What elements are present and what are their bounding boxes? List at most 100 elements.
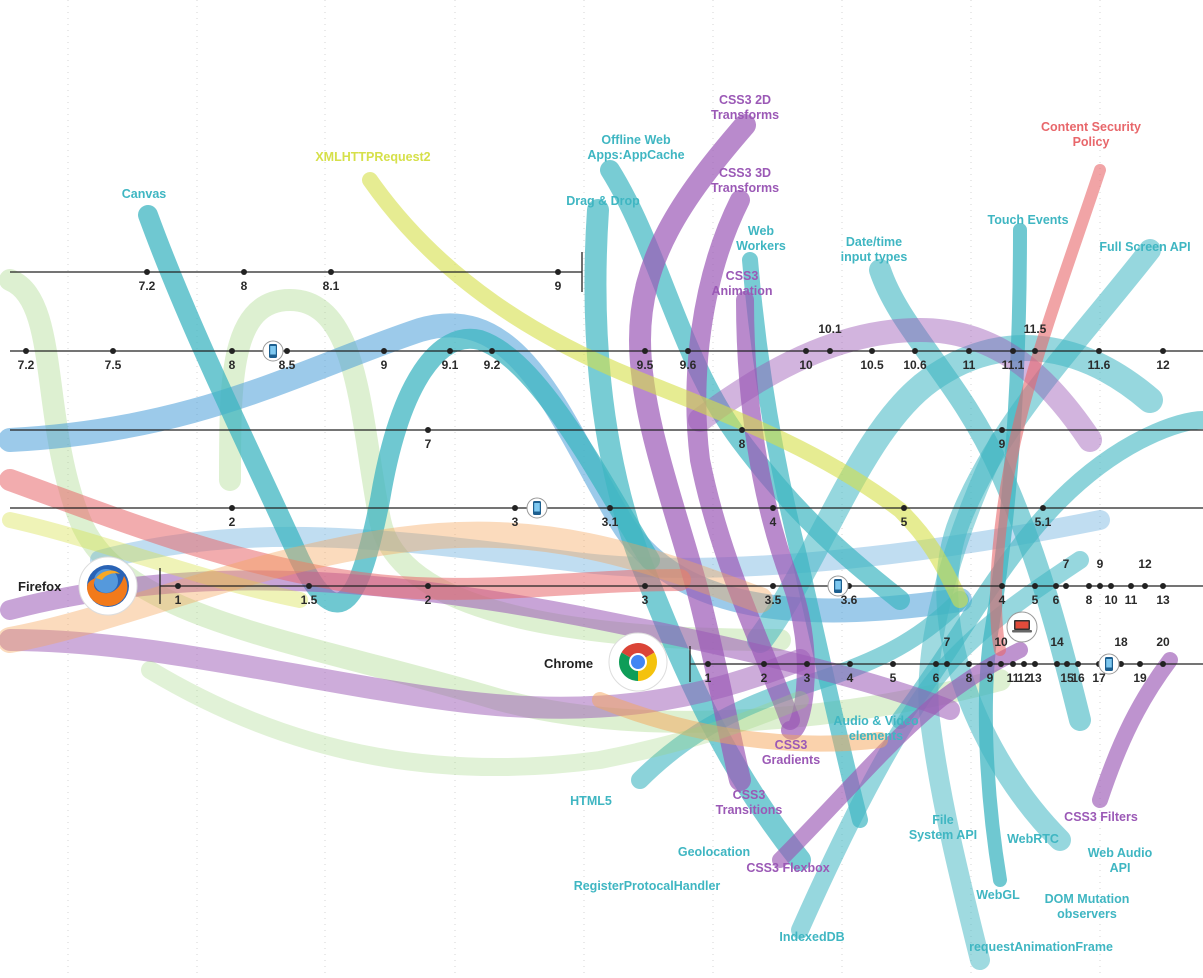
firefox-icon <box>78 556 138 616</box>
feature-label-css3-filters: CSS3 Filters <box>1064 810 1138 824</box>
version-label: 2 <box>425 593 432 607</box>
version-label: 9.1 <box>442 358 459 372</box>
version-label: 5 <box>901 515 908 529</box>
version-dot <box>803 348 809 354</box>
feature-label-xmlhttprequest2: XMLHTTPRequest2 <box>315 150 430 164</box>
feature-ribbon <box>736 291 815 740</box>
version-label: 11 <box>1007 671 1020 685</box>
feature-label-webrtc: WebRTC <box>1007 832 1059 846</box>
version-label: 12 <box>1156 358 1170 372</box>
version-label: 15 <box>1060 671 1074 685</box>
feature-label-css3-flexbox: CSS3 Flexbox <box>746 861 829 875</box>
version-label: 13 <box>1028 671 1042 685</box>
version-dot <box>998 661 1004 667</box>
version-dot <box>1032 583 1038 589</box>
version-dot <box>381 348 387 354</box>
feature-ribbon <box>0 469 691 600</box>
firefox-badge: Firefox <box>18 556 138 616</box>
version-dot <box>999 427 1005 433</box>
version-dot <box>987 661 993 667</box>
version-dot <box>1032 348 1038 354</box>
version-dot <box>685 348 691 354</box>
version-dot <box>1021 661 1027 667</box>
feature-ribbon <box>747 335 1163 653</box>
feature-label-canvas: Canvas <box>122 187 167 201</box>
version-dot <box>175 583 181 589</box>
feature-ribbon <box>990 164 1106 656</box>
version-label: 3 <box>512 515 519 529</box>
version-dot <box>1040 505 1046 511</box>
version-dot <box>890 661 896 667</box>
feature-ribbon <box>2 512 308 608</box>
chrome-label: Chrome <box>544 656 593 671</box>
version-label: 8.1 <box>323 279 340 293</box>
version-dot <box>1142 583 1148 589</box>
version-label: 7.2 <box>139 279 156 293</box>
version-dot <box>1118 661 1124 667</box>
version-label: 3.1 <box>602 515 619 529</box>
version-label: 6 <box>1053 593 1060 607</box>
version-label: 18 <box>1114 635 1128 649</box>
version-label: 9.6 <box>680 358 697 372</box>
version-label: 11 <box>1125 593 1138 607</box>
version-dot <box>770 505 776 511</box>
version-dot <box>229 505 235 511</box>
version-dot <box>912 348 918 354</box>
version-label: 3.5 <box>765 593 782 607</box>
version-dot <box>869 348 875 354</box>
version-label: 10 <box>799 358 813 372</box>
mobile-device-icon <box>262 340 284 362</box>
feature-ribbons <box>0 114 1203 970</box>
version-label: 7 <box>1063 557 1070 571</box>
version-label: 3.6 <box>841 593 858 607</box>
version-dot <box>555 269 561 275</box>
version-dot <box>1064 661 1070 667</box>
version-dot <box>425 427 431 433</box>
firefox-label: Firefox <box>18 579 62 594</box>
version-dot <box>447 348 453 354</box>
version-label: 9.2 <box>484 358 501 372</box>
version-label: 9 <box>555 279 562 293</box>
version-dot <box>1137 661 1143 667</box>
version-label: 10 <box>1104 593 1118 607</box>
version-dot <box>1010 661 1016 667</box>
version-dot <box>328 269 334 275</box>
version-dot <box>642 583 648 589</box>
version-dot <box>512 505 518 511</box>
version-label: 13 <box>1156 593 1170 607</box>
version-dot <box>284 348 290 354</box>
version-dot <box>1086 583 1092 589</box>
version-label: 8 <box>241 279 248 293</box>
version-dot <box>770 583 776 589</box>
feature-label-requestanimationframe: requestAnimationFrame <box>969 940 1113 954</box>
feature-label-touch-events: Touch Events <box>987 213 1068 227</box>
version-dot <box>827 348 833 354</box>
version-dot <box>847 661 853 667</box>
version-label: 4 <box>999 593 1006 607</box>
version-dot <box>1160 661 1166 667</box>
feature-label-webgl: WebGL <box>976 888 1020 902</box>
feature-ribbon <box>772 642 1028 868</box>
chrome-icon <box>608 632 668 692</box>
version-dot <box>1097 583 1103 589</box>
version-label: 5 <box>890 671 897 685</box>
version-label: 4 <box>847 671 854 685</box>
feature-ribbon <box>869 259 1091 731</box>
version-dot <box>1032 661 1038 667</box>
version-label: 1 <box>175 593 182 607</box>
version-label: 12 <box>1017 671 1031 685</box>
feature-ribbon <box>138 205 660 613</box>
feature-ribbon <box>688 317 1102 452</box>
version-dot <box>901 505 907 511</box>
mobile-device-icon <box>526 497 548 519</box>
version-label: 7.2 <box>18 358 35 372</box>
version-label: 11 <box>963 358 976 372</box>
feature-ribbon <box>0 570 960 720</box>
version-dot <box>966 348 972 354</box>
